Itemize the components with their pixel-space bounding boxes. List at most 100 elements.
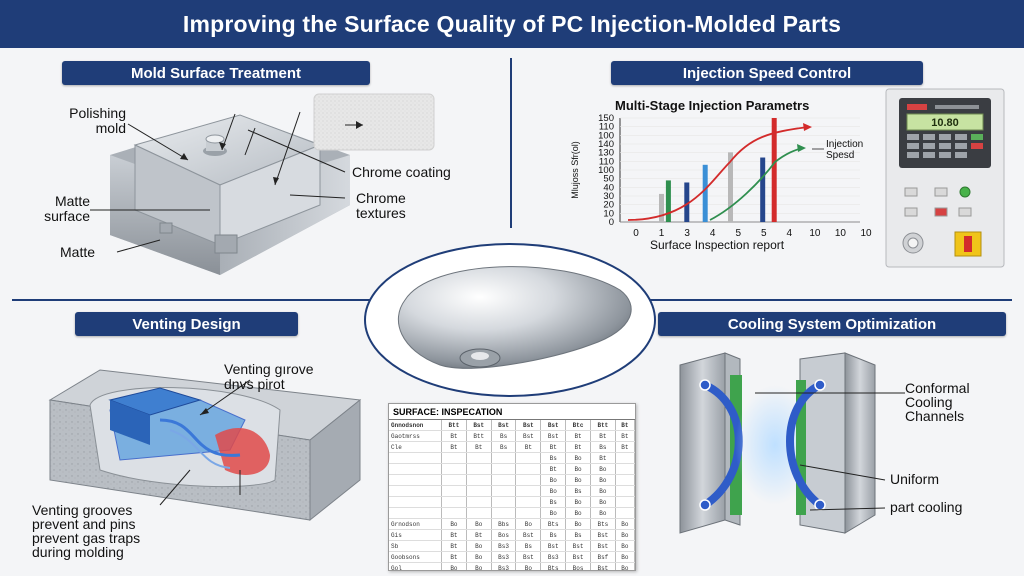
table-cell: Gaotmrss (389, 430, 442, 442)
chart-bar (771, 118, 777, 222)
table-cell: Bo (590, 485, 616, 497)
table-cell: Bs (565, 529, 591, 541)
cooling-illustration (679, 352, 905, 534)
table-cell (389, 485, 442, 497)
chart-arrowhead-green (797, 144, 806, 152)
table-cell (389, 507, 442, 519)
table-cell (491, 485, 517, 497)
chart-xtick-label: 4 (787, 228, 793, 239)
chart-ytick-label: 30 (603, 191, 614, 202)
table-cell: Bo (466, 551, 492, 563)
chart-annotation: Injection Spesd (826, 139, 863, 161)
table-cell (491, 474, 517, 486)
chart-ytick-label: 0 (609, 217, 614, 228)
table-cell: Goobsons (389, 551, 442, 563)
chart-annotation-line2: Spesd (826, 150, 855, 161)
table-cell: Bo (540, 474, 567, 486)
table-cell: Bt (590, 452, 616, 464)
table-cell: Bst (590, 562, 616, 570)
chart-ytick-label: 10 (603, 208, 614, 219)
table-cell: Bst (540, 540, 567, 552)
table-cell (441, 463, 467, 475)
table-cell: Bs3 (491, 551, 517, 563)
label-venting-bottom: Venting grooves prevent and pins prevent… (32, 503, 140, 559)
chart-bar (702, 164, 708, 222)
table-cell: Bos (565, 562, 591, 570)
table-cell: Bo (590, 507, 616, 519)
table-cell (515, 485, 542, 497)
table-cell: Bt (441, 551, 467, 563)
table-cell: Bs (491, 441, 517, 453)
table-cell: Bo (466, 540, 492, 552)
chart-ytick-label: 50 (603, 174, 614, 185)
table-cell (615, 474, 635, 486)
table-cell: Bst (515, 420, 542, 431)
table-cell (615, 485, 635, 497)
label-chrome-coating: Chrome coating (352, 164, 451, 180)
mold-illustration (110, 114, 350, 275)
section-heading-speed: Injection Speed Control (611, 61, 923, 85)
label-venting-top-line2: dnvs pirot (224, 376, 285, 392)
table-cell: Bo (615, 540, 635, 552)
table-cell: Bo (565, 518, 591, 530)
table-cell: Bo (441, 562, 467, 570)
label-venting-top-line1: Venting gırove (224, 361, 314, 377)
inspection-table-title: SURFACE: INSPECATION (389, 404, 635, 420)
table-cell: Bst (540, 430, 567, 442)
table-cell (389, 474, 442, 486)
table-cell: Bs3 (491, 540, 517, 552)
chart-bar (659, 193, 664, 222)
table-cell: Bt (590, 430, 616, 442)
page-title: Improving the Surface Quality of PC Inje… (0, 0, 1024, 48)
label-matte-surface-line2: surface (44, 208, 90, 224)
table-cell: Bts (540, 518, 567, 530)
chart-xtick-label: 10 (809, 228, 821, 239)
table-cell: Gnnodsnon (389, 420, 442, 431)
table-cell: Bs3 (491, 562, 517, 570)
table-cell: Btc (565, 420, 591, 431)
table-cell (515, 507, 542, 519)
table-cell: Bst (590, 540, 616, 552)
table-cell: Bo (590, 463, 616, 475)
table-cell: Bs3 (540, 551, 567, 563)
table-cell: Bt (565, 430, 591, 442)
label-cooling-channels-line1: Conformal (905, 380, 970, 396)
table-cell: Cle (389, 441, 442, 453)
chart-bar (684, 182, 690, 222)
table-cell (466, 485, 492, 497)
chart-series-line-red (627, 126, 809, 221)
chart-bar (665, 180, 671, 222)
table-cell (441, 496, 467, 508)
label-venting-top: Venting gırove dnvs pirot (224, 362, 314, 392)
table-cell (515, 452, 542, 464)
label-matte-surface: Matte surface (14, 194, 90, 224)
label-cooling-channels-line2: Cooling (905, 394, 953, 410)
polishing-pad-icon (313, 93, 435, 151)
table-cell: Bst (515, 529, 542, 541)
chart-xtick-label: 10 (835, 228, 847, 239)
table-cell: Bts (540, 562, 567, 570)
controller-display-value: 10.80 (931, 117, 959, 129)
chart-ylabel: Mlujoss Sfr(ol) (570, 141, 580, 199)
table-cell: Bst (565, 540, 591, 552)
table-cell: Btt (441, 420, 467, 431)
chart-ytick-label: 100 (598, 165, 614, 176)
table-cell: Bs (590, 441, 616, 453)
table-cell: Bst (491, 420, 517, 431)
table-cell (491, 463, 517, 475)
label-venting-bottom-line2: prevent and pins (32, 516, 136, 532)
table-cell: Bs (565, 485, 591, 497)
table-cell: Bbs (491, 518, 517, 530)
table-cell: Bt (441, 430, 467, 442)
chart-xtick-label: 1 (659, 228, 665, 239)
table-cell: Bs (540, 452, 567, 464)
